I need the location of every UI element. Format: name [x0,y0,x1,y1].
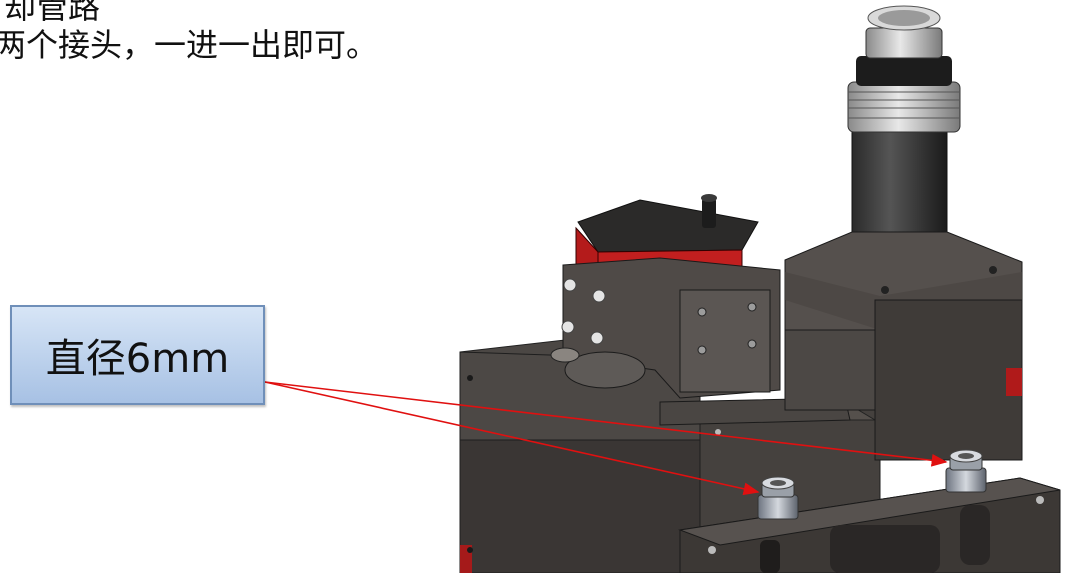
diameter-callout-box: 直径6mm [10,305,265,405]
focus-column [784,5,1023,461]
heading-line-1: 却管路 [4,0,101,26]
left-push-fitting [757,476,799,520]
arrow-to-right-fitting [264,381,948,467]
diameter-callout-label: 直径6mm [45,336,230,382]
arrow-to-left-fitting [264,381,760,496]
heading-line-2: 两个接头，一进一出即可。 [0,26,379,64]
bottom-rail [678,477,1061,573]
right-push-fitting [945,449,987,493]
